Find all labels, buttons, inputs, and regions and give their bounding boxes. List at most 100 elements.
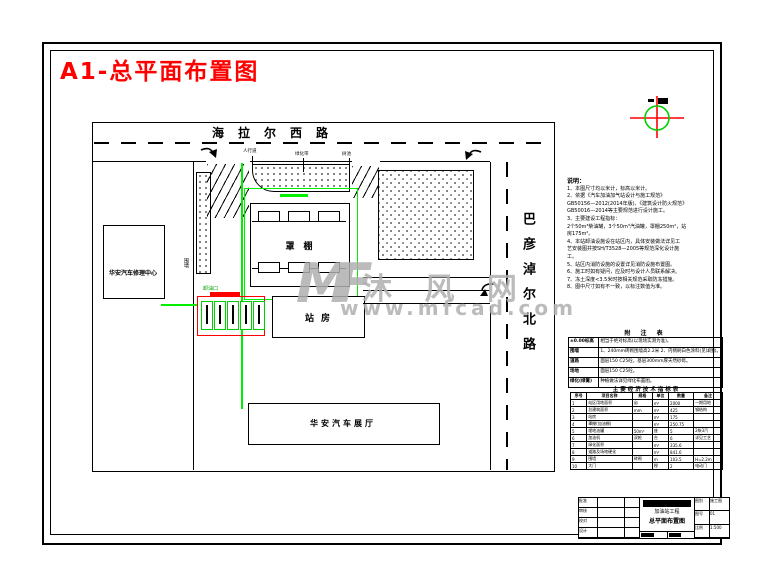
note-line: 5、站区内消防设施的设置详见消防设施布置图。 — [567, 261, 676, 268]
fuel-dispenser — [258, 262, 280, 273]
legend-row: ±0.00标高相当于绝对标高(以现场实测为准)。 — [567, 337, 723, 348]
drawing-title: A1-总平面布置图 — [60, 59, 260, 85]
oil-tank — [240, 301, 252, 330]
green-connector — [161, 304, 197, 306]
signature-strip — [640, 531, 694, 538]
callout-greenbelt: 绿化带 — [295, 152, 309, 157]
canopy-label: 罩棚 — [285, 242, 322, 252]
notes-block: 说明： 1、本图尺寸均以米计，标高以米计。2、依据《汽车加油加气站设计与施工规范… — [567, 178, 713, 292]
north-road-centerline — [94, 142, 551, 144]
note-line: GB50156—2012(2014年版)、《建筑设计防火规范》 — [567, 200, 688, 207]
east-road-entrance-gap — [487, 276, 493, 306]
note-line: 6、施工时如有疑问，应及时与设计人员联系解决。 — [567, 269, 681, 276]
title-block-roles: 批准审核校对设计 — [579, 498, 639, 538]
notes-heading: 说明： — [567, 178, 586, 185]
unload-point-marker — [210, 292, 240, 296]
note-line: 2、依据《汽车加油加气站设计与施工规范》 — [567, 193, 666, 200]
internal-road-line — [363, 277, 490, 278]
project-name-bar — [643, 500, 691, 507]
green-mark-top — [280, 194, 308, 197]
indicator-header-cell: 项目名称 — [586, 392, 633, 400]
fuel-dispenser — [258, 211, 280, 222]
oil-tank — [214, 301, 226, 330]
traffic-arrow-in-icon — [200, 147, 217, 158]
inner-border — [50, 50, 714, 535]
fuel-dispenser — [288, 262, 310, 273]
drawing-name: 总平面布置图 — [648, 518, 685, 525]
repair-center-label: 华安汽车修理中心 — [108, 270, 157, 277]
indicator-header-cell: 规格 — [631, 392, 653, 400]
indicator-header-cell: 备注 — [693, 392, 723, 400]
traffic-arrow-out-icon — [465, 149, 482, 160]
planting-bed-east — [378, 170, 474, 260]
oil-tank — [201, 301, 213, 330]
oil-tank — [227, 301, 239, 330]
indicator-header-cell: 序号 — [569, 392, 588, 400]
note-line: 1、本图尺寸均以米计，标高以米计。 — [567, 185, 651, 192]
title-block-role-row: 校对 — [579, 518, 639, 528]
entrance-ramp-east — [352, 166, 379, 198]
entrance-ramp-west — [207, 164, 249, 218]
site-plan-frame — [92, 122, 555, 472]
north-road-curb — [92, 161, 490, 162]
driveway-gap-west — [206, 159, 250, 163]
callout-leader-1 — [252, 156, 253, 170]
showroom-building — [248, 403, 440, 445]
project-label: 加油站工程 — [654, 509, 680, 515]
fuel-dispenser — [288, 211, 310, 222]
east-road-curb — [490, 162, 492, 470]
title-block-field-row: 图别施工图 — [695, 498, 729, 512]
unload-label: 卸油口 — [203, 286, 219, 292]
internal-road-line — [363, 303, 490, 304]
note-line: GB50016—2014等主要规范进行设计施工。 — [567, 208, 668, 215]
note-line: 7、冻土深度<3.5米时按相关规范采取防冻措施。 — [567, 276, 678, 283]
note-line: 3、主要建设工程指标： — [567, 215, 621, 222]
note-line: 4、本站卸油设施设在站区内，具体安装做法详见工 — [567, 238, 681, 245]
planting-bed-center — [252, 164, 350, 192]
title-block-role-row: 设计 — [579, 528, 639, 538]
title-block-role-row: 批准 — [579, 498, 639, 508]
callout-sidewalk: 人行道 — [243, 149, 257, 154]
north-road-label: 海拉尔西路 — [212, 126, 343, 140]
east-road-label: 巴彦淖尔北路 — [520, 212, 535, 362]
legend-row: 道路面层150 C25砼，基层300mm厚天然砂砾。 — [567, 357, 723, 368]
outer-border — [42, 42, 722, 545]
title-block-center: 加油站工程 总平面布置图 — [639, 498, 695, 538]
showroom-label: 华安汽车展厅 — [310, 419, 376, 428]
indicator-header-cell: 单位 — [651, 392, 670, 400]
fuel-dispenser — [318, 262, 340, 273]
driveway-gap-east — [352, 159, 380, 163]
legend-table-title: 附 注 表 — [624, 330, 667, 337]
fuel-dispenser — [318, 211, 340, 222]
oil-tank — [253, 301, 265, 330]
note-line: 房175m²。 — [567, 231, 594, 238]
indicator-header-cell: 数量 — [668, 392, 695, 400]
title-block-role-row: 审核 — [579, 508, 639, 518]
indicator-table-title: 主要经济技术指标表 — [612, 387, 681, 393]
legend-row: 绿化(绿篱)种植做法详见绿化布置图。 — [567, 377, 723, 388]
repair-center-building — [103, 225, 165, 299]
callout-leader-3 — [349, 158, 350, 172]
north-arrow-icon — [630, 96, 684, 138]
traffic-arrow-east-icon — [480, 283, 495, 296]
note-line: 8、图中尺寸如有不一致，以标注数值为准。 — [567, 284, 666, 291]
note-line: 艺安装图并按SH/T3528—2005等规范深化设计施 — [567, 246, 680, 253]
legend-row: 场地面层150 C25砼。 — [567, 367, 723, 378]
station-house-building — [272, 296, 365, 338]
